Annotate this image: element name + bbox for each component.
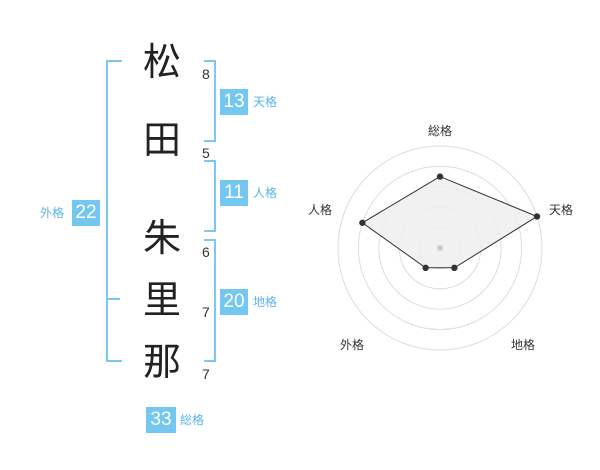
- radar-polygon: [361, 176, 539, 269]
- chikaku-badge: 20: [220, 289, 248, 315]
- radar-label-soukaku: 総格: [428, 124, 453, 138]
- radar-point-4: [422, 264, 429, 272]
- name-char-1: 松: [142, 40, 181, 84]
- soukaku-badge: 33: [146, 407, 176, 433]
- stroke-count-3: 6: [202, 244, 210, 260]
- radar-ring-4: [357, 165, 523, 331]
- name-char-4: 里: [142, 278, 181, 322]
- radar-point-3: [451, 264, 458, 272]
- radar-point-2: [533, 213, 541, 220]
- gaikaku-badge: 22: [72, 200, 100, 226]
- stroke-count-2: 5: [202, 145, 210, 161]
- radar-label-chikaku: 地格: [511, 338, 536, 352]
- stroke-count-1: 8: [202, 66, 210, 82]
- radar-point-5: [359, 219, 366, 226]
- tenkaku-bracket: [204, 60, 216, 142]
- jinkaku-label: 人格: [253, 186, 278, 200]
- jinkaku-bracket: [204, 160, 216, 232]
- soukaku-label: 総格: [180, 413, 205, 427]
- radar-point-1: [436, 173, 444, 180]
- name-char-2: 田: [142, 118, 181, 162]
- radar-center-dot: [437, 245, 443, 251]
- jinkaku-badge: 11: [220, 180, 248, 206]
- radar-label-jinkaku: 人格: [308, 203, 333, 217]
- name-char-5: 那: [142, 340, 181, 384]
- tenkaku-label: 天格: [253, 95, 278, 109]
- gaikaku-bracket-tick: [106, 298, 120, 300]
- radar-label-gaikaku: 外格: [340, 338, 365, 352]
- gaikaku-label: 外格: [40, 206, 65, 220]
- radar-label-tenkaku: 天格: [549, 203, 574, 217]
- chikaku-label: 地格: [253, 295, 278, 309]
- name-char-3: 朱: [142, 216, 181, 260]
- gaikaku-bracket: [106, 60, 122, 362]
- chikaku-bracket: [204, 239, 216, 362]
- tenkaku-badge: 13: [220, 89, 248, 115]
- stroke-count-4: 7: [202, 304, 210, 320]
- stroke-count-5: 7: [202, 366, 210, 382]
